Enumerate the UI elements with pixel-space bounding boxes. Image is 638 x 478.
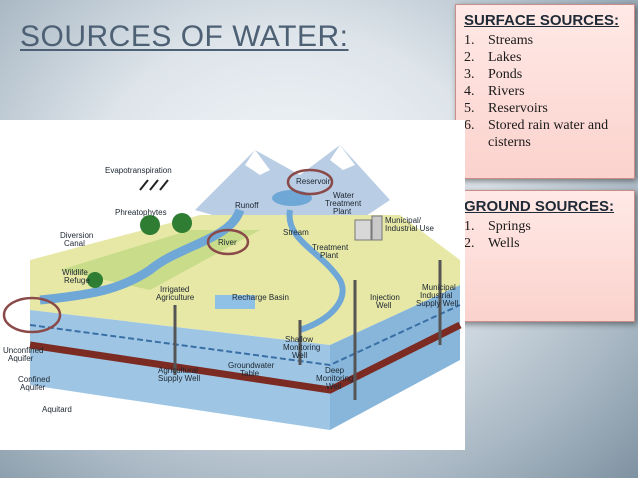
label-river: River [218,238,237,247]
label-deep-monitoring-well: Well [326,382,342,391]
list-item: cisterns [488,135,531,150]
label-municipal-supply-well: Industrial [420,291,453,300]
label-diversion-canal: Diversion [60,231,93,240]
ground-sources-heading: GROUND SOURCES: [464,198,615,215]
reservoir-water [272,190,312,206]
label-municipal-use: Industrial Use [385,224,434,233]
label-treatment-plant: Plant [320,251,339,260]
river-highlight [206,228,250,256]
label-wildlife-refuge: Refuge [64,276,90,285]
diagram-svg: Evapotranspiration Phreatophytes Runoff … [2,145,462,430]
label-irrigated-agriculture: Agriculture [156,293,195,302]
recharge-basin-pond [215,295,255,309]
label-unconfined-aquifer: Aquifer [8,354,34,363]
list-item: 2.Lakes [464,50,522,65]
tree-icon [172,213,192,233]
label-municipal-use: Municipal/ [385,216,422,225]
label-agricultural-well: Agricultural [158,366,198,375]
label-groundwater-table: Groundwater [228,361,275,370]
list-item: 1.Streams [464,33,534,48]
snow-cap [245,150,270,175]
list-item: 6.Stored rain water and [464,118,609,133]
label-confined-aquifer: Confined [18,375,50,384]
label-aquitard: Aquitard [42,405,72,414]
label-municipal-supply-well: Municipal [422,283,456,292]
label-stream: Stream [283,228,309,237]
label-wildlife-refuge: Wildlife [62,268,88,277]
label-agricultural-well: Supply Well [158,374,200,383]
label-injection-well: Injection [370,293,400,302]
tree-icon [140,215,160,235]
label-reservoir: Reservoir [296,177,331,186]
list-item: 2.Wells [464,236,520,251]
treatment-plant-building [354,219,372,241]
treatment-plant-building [371,215,383,241]
list-item: 4.Rivers [464,84,525,99]
stream-channel [286,209,346,333]
water-cycle-diagram: Evapotranspiration Phreatophytes Runoff … [0,120,465,450]
reservoir-highlight [286,168,334,196]
aquifer-highlight [2,296,62,334]
label-municipal-supply-well: Supply Well [416,299,458,308]
tree-icon [87,272,103,288]
label-runoff: Runoff [235,201,259,210]
label-diversion-canal: Canal [64,239,85,248]
surface-sources-heading: SURFACE SOURCES: [464,12,620,29]
list-item: 5.Reservoirs [464,101,548,116]
slide-title: SOURCES OF WATER: [20,20,349,53]
label-shallow-monitoring-well: Monitoring [283,343,320,352]
surface-sources-panel: SURFACE SOURCES: 1.Streams 2.Lakes 3.Pon… [455,4,635,179]
list-item: 1.Springs [464,219,531,234]
label-water-treatment: Plant [333,207,352,216]
evapotranspiration-arrows-icon [139,179,169,191]
ground-sources-panel: GROUND SOURCES: 1.Springs 2.Wells [455,190,635,322]
label-shallow-monitoring-well: Shallow [285,335,313,344]
list-item: 3.Ponds [464,67,523,82]
label-shallow-monitoring-well: Well [292,351,308,360]
label-irrigated-agriculture: Irrigated [160,285,189,294]
snow-cap [330,145,355,170]
ground-sources-list: 1.Springs 2.Wells [464,218,628,252]
surface-sources-list: 1.Streams 2.Lakes 3.Ponds 4.Rivers 5.Res… [464,32,628,151]
label-water-treatment: Treatment [325,199,362,208]
label-unconfined-aquifer: Unconfined [3,346,43,355]
water-table-line [29,304,461,367]
aquitard-layer [29,321,462,394]
label-confined-aquifer: Aquifer [20,383,46,392]
label-injection-well: Well [376,301,392,310]
label-evapotranspiration: Evapotranspiration [105,166,172,175]
mountain-range [195,145,390,220]
label-deep-monitoring-well: Deep [325,366,345,375]
label-treatment-plant: Treatment [312,243,349,252]
label-recharge-basin: Recharge Basin [232,293,289,302]
label-phreatophytes: Phreatophytes [115,208,167,217]
label-groundwater-table: Table [240,369,260,378]
label-deep-monitoring-well: Monitoring [316,374,353,383]
label-water-treatment: Water [333,191,354,200]
